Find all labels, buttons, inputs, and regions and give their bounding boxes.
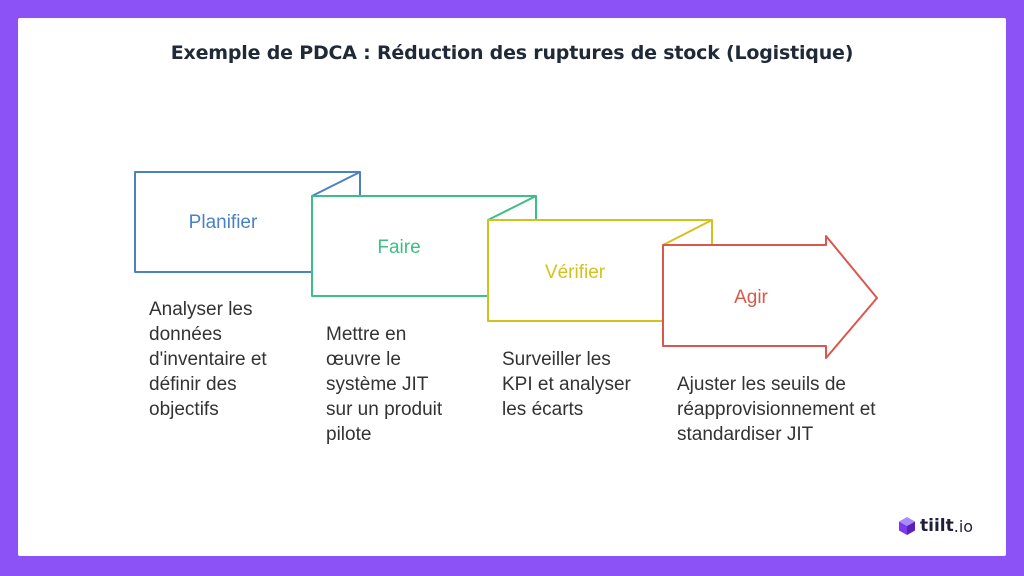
brand-logo: tiilt.io xyxy=(898,514,973,538)
diagram-title: Exemple de PDCA : Réduction des ruptures… xyxy=(170,42,854,64)
step-act-label: Agir xyxy=(734,287,768,308)
brand-tld: .io xyxy=(953,516,974,536)
step-act: Agir xyxy=(662,235,878,359)
step-check: Vérifier xyxy=(487,219,713,322)
cube-icon xyxy=(899,517,915,535)
step-do: Faire xyxy=(311,195,537,297)
step-act-description: Ajuster les seuils de réapprovisionnemen… xyxy=(677,374,876,445)
step-plan-description: Analyser les données d'inventaire et déf… xyxy=(149,299,267,420)
step-check-description: Surveiller les KPI et analyser les écart… xyxy=(502,349,631,420)
step-check-label: Vérifier xyxy=(545,262,606,283)
step-do-description: Mettre en œuvre le système JIT sur un pr… xyxy=(326,324,443,445)
brand-name: tiilt xyxy=(920,516,954,536)
step-plan-label: Planifier xyxy=(189,212,258,233)
step-plan: Planifier xyxy=(134,171,361,273)
step-do-label: Faire xyxy=(377,237,420,258)
